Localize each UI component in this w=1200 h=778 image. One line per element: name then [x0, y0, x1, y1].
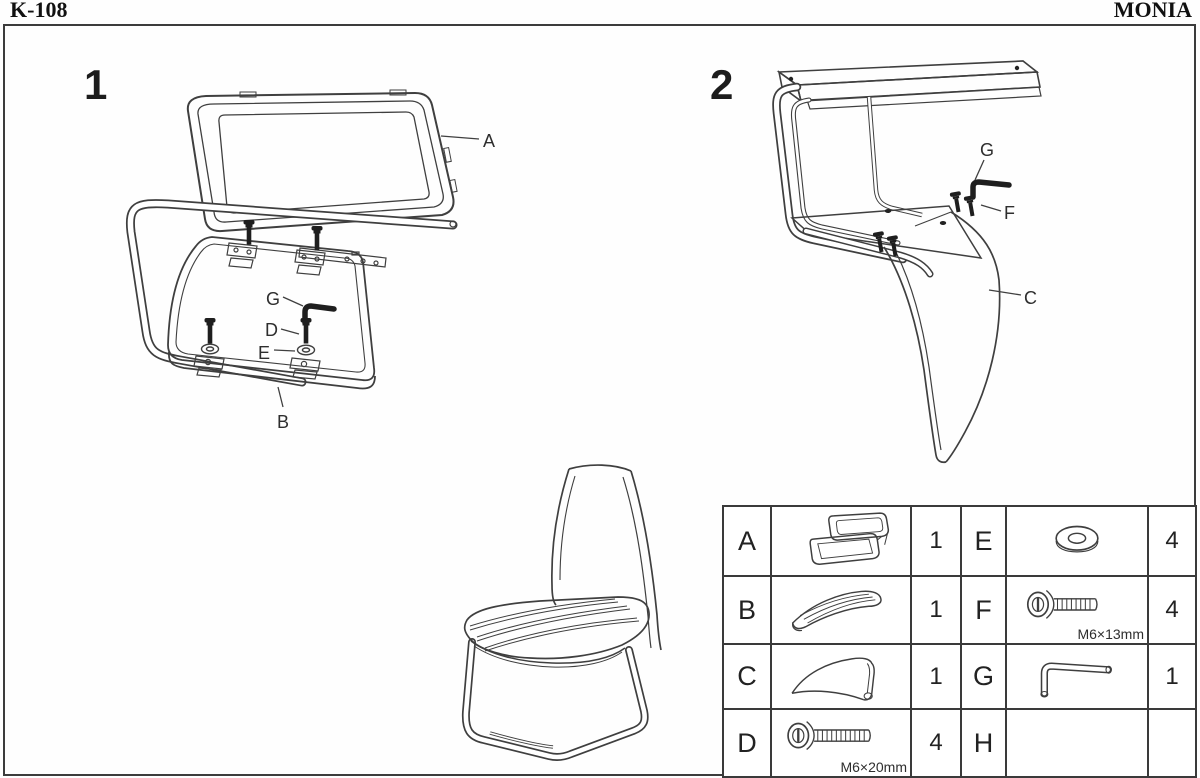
chair-seat — [463, 596, 650, 668]
base-panel-drawing — [883, 211, 1001, 464]
allen-key-drawing2 — [970, 179, 1012, 200]
part-d-qty: 4 — [912, 710, 962, 776]
step2-number: 2 — [710, 61, 734, 108]
part-c-image — [772, 645, 912, 710]
part-g-qty: 1 — [1149, 645, 1195, 710]
part-h-image — [1007, 710, 1149, 776]
screw-icon — [1026, 589, 1098, 619]
parts-table: A 1 E 4 B 1 F — [722, 505, 1197, 778]
chair-backrest — [551, 464, 662, 651]
part-a-letter: A — [724, 507, 772, 577]
part-qty: 4 — [1165, 527, 1179, 554]
step2-diagram — [772, 60, 1042, 464]
backrest-frame-icon — [809, 512, 890, 565]
screws-f-drawing — [872, 191, 975, 257]
part-c-qty: 1 — [912, 645, 962, 710]
part-d-image: M6×20mm — [772, 710, 912, 776]
part-e-qty: 4 — [1149, 507, 1195, 577]
callout-g2: G — [980, 140, 995, 160]
backrest-top-rail-drawing — [776, 60, 1042, 110]
frame-tube-drawing — [125, 199, 458, 387]
callout-e: E — [258, 343, 271, 363]
part-a-image — [772, 507, 912, 577]
seat-panel-drawing — [167, 236, 376, 390]
part-qty: 4 — [929, 729, 943, 756]
part-e-letter: E — [962, 507, 1007, 577]
part-g-letter: G — [962, 645, 1007, 710]
part-h-qty — [1149, 710, 1195, 776]
part-f-letter: F — [962, 577, 1007, 645]
part-c-letter: C — [724, 645, 772, 710]
screws-top-drawing — [243, 220, 323, 251]
part-a-qty: 1 — [912, 507, 962, 577]
model-number: K-108 — [10, 0, 68, 22]
allen-key-drawing — [302, 303, 337, 326]
step1-diagram — [125, 89, 480, 408]
allen-key-icon — [1040, 661, 1112, 697]
part-b-qty: 1 — [912, 577, 962, 645]
callout-d: D — [265, 320, 278, 340]
washer-icon — [1055, 525, 1099, 553]
part-letter: G — [972, 661, 994, 691]
sheet-border — [3, 24, 1196, 776]
brand-name: MONIA — [1113, 0, 1192, 22]
part-g-image — [1007, 645, 1149, 710]
part-qty: 1 — [929, 596, 943, 623]
part-letter: D — [737, 727, 757, 758]
part-qty: 1 — [929, 527, 943, 554]
part-f-qty: 4 — [1149, 577, 1195, 645]
seat-underside-drawing — [790, 205, 983, 259]
seat-brackets-drawing — [226, 242, 387, 276]
step1-number: 1 — [84, 61, 108, 108]
part-qty: 4 — [1165, 596, 1179, 623]
part-d-letter: D — [724, 710, 772, 776]
base-panel-icon — [791, 656, 875, 701]
callout-c: C — [1024, 288, 1037, 308]
part-letter: A — [737, 525, 756, 556]
part-letter: E — [974, 525, 993, 556]
screw-spec: M6×13mm — [1077, 626, 1144, 642]
leader-lines2 — [974, 159, 1022, 296]
part-letter: B — [737, 594, 756, 625]
part-letter: F — [975, 594, 992, 625]
part-f-image: M6×13mm — [1007, 577, 1149, 645]
chair-base — [461, 638, 649, 762]
part-qty: 1 — [1165, 662, 1179, 690]
backrest-frame-drawing — [186, 89, 458, 233]
seat-cushion-icon — [791, 590, 882, 632]
screw-spec: M6×20mm — [840, 759, 907, 775]
callout-b: B — [277, 412, 290, 432]
callout-a: A — [483, 131, 496, 151]
screw-icon — [787, 721, 871, 751]
part-b-image — [772, 577, 912, 645]
callout-f: F — [1004, 203, 1015, 223]
part-b-letter: B — [724, 577, 772, 645]
callout-g1: G — [266, 289, 281, 309]
part-letter: H — [973, 727, 994, 758]
leader-lines — [273, 135, 480, 408]
part-qty: 1 — [929, 662, 943, 690]
part-e-image — [1007, 507, 1149, 577]
frame-tube-drawing2 — [772, 82, 908, 264]
part-letter: C — [737, 661, 757, 691]
part-h-letter: H — [962, 710, 1007, 776]
assembled-chair-drawing — [461, 464, 662, 762]
